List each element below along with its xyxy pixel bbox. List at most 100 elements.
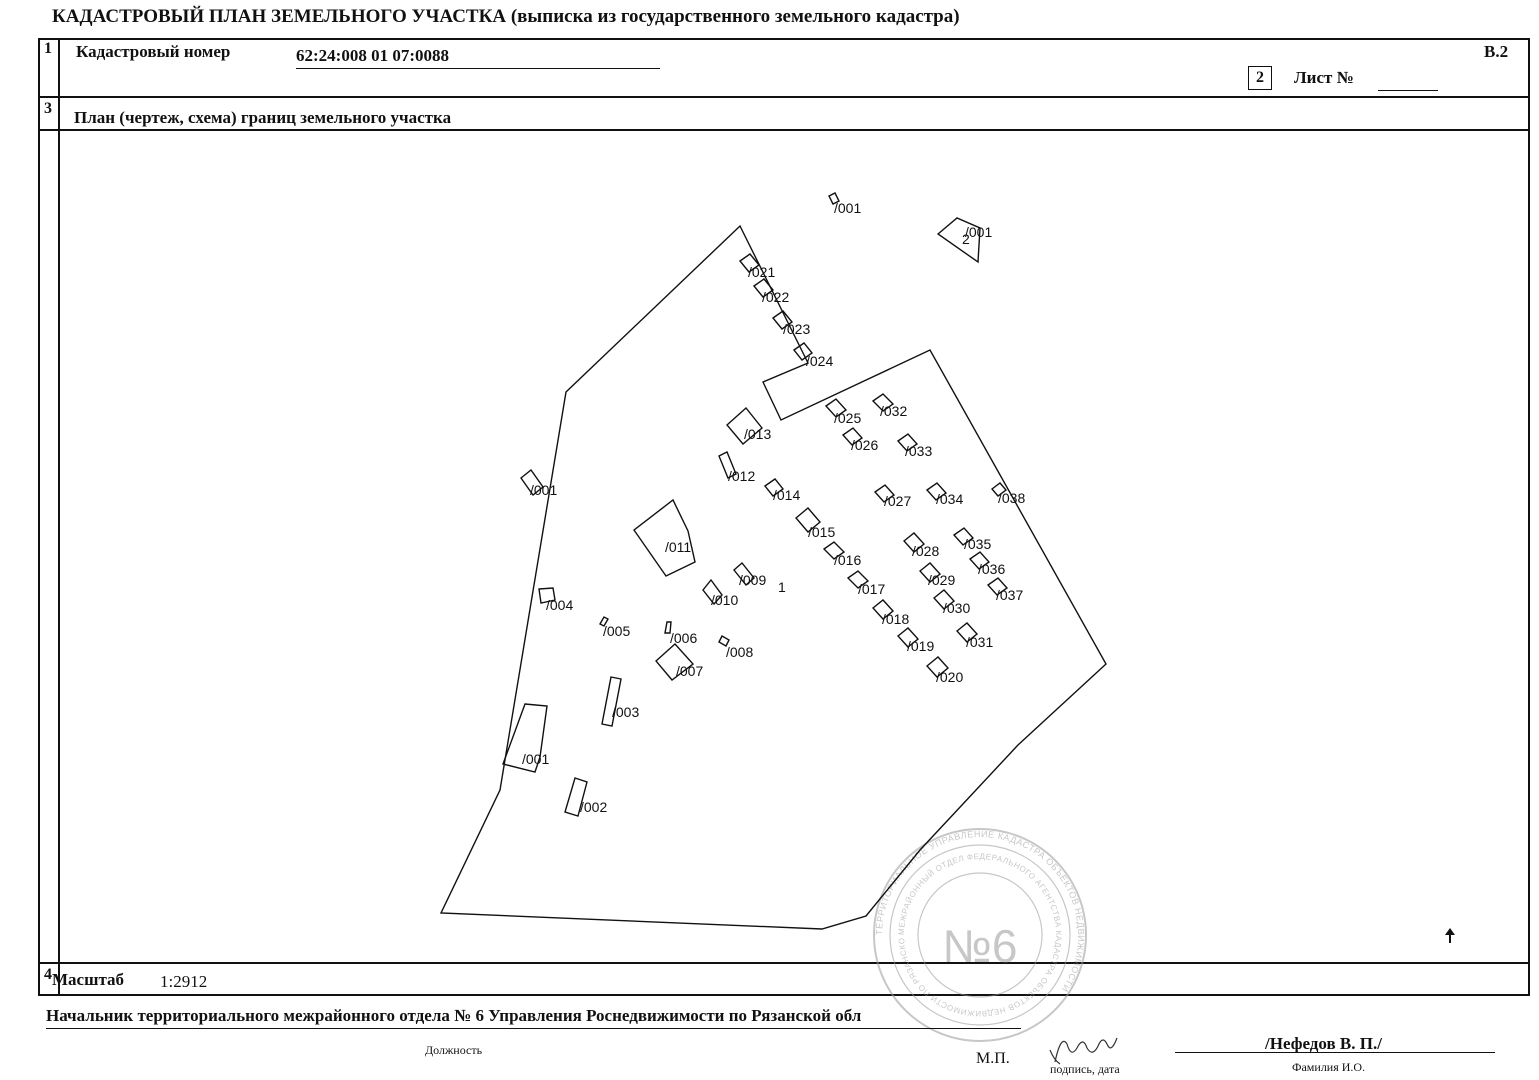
building-007 [655,643,695,681]
row-divider-4 [38,962,1530,964]
plan-label-n007: /007 [676,663,703,679]
building-001-top [828,192,840,205]
name-caption: Фамилия И.О. [1292,1060,1366,1074]
plan-label-n2: 2 [962,231,970,247]
plan-label-n014: /014 [773,487,800,503]
name-line [1175,1034,1495,1053]
plan-label-n037: /037 [996,587,1023,603]
parcel-boundary [439,224,1107,930]
building-032 [871,393,895,412]
building-015 [795,507,821,533]
plan-label-n024: /024 [806,353,833,369]
building-019 [896,627,920,648]
plan-label-n022: /022 [762,289,789,305]
plan-label: План (чертеж, схема) границ земельного у… [74,108,452,127]
plan-label-n001c: /001 [530,482,557,498]
plan-label-n011: /011 [665,539,691,555]
building-030 [932,589,956,610]
plan-label-n006: /006 [670,630,697,646]
plan-label-n030: /030 [943,600,970,616]
plan-label-n008: /008 [726,644,753,660]
sheet-value [1378,72,1438,91]
plan-label-n038: /038 [998,490,1025,506]
plan-label-n010: /010 [711,592,738,608]
building-021 [738,253,761,273]
plan-label-n033: /033 [905,443,932,459]
plan-label-n005: /005 [603,623,630,639]
row-number-4: 4 [44,966,52,983]
stamp-inner-text: МЕЖРАЙОННЫЙ ОТДЕЛ ФЕДЕРАЛЬНОГО АГЕНТСТВА… [0,0,1063,1018]
north-arrow-icon [1445,928,1455,943]
building-018 [871,599,895,620]
building-036 [968,551,991,570]
building-006 [664,621,672,634]
number-column-divider [58,38,60,996]
plan-label-n012: /012 [728,468,755,484]
building-027 [873,484,896,503]
building-001-west [520,468,544,497]
scale-label: Масштаб [52,970,125,989]
plan-label-n027: /027 [884,493,911,509]
title-main: КАДАСТРОВЫЙ ПЛАН ЗЕМЕЛЬНОГО УЧАСТКА [52,6,507,27]
plan-label-n028: /028 [912,543,939,559]
plan-label-n020: /020 [936,669,963,685]
plan-label-n001b: /001 [965,224,992,240]
plan-label-n001a: /001 [834,200,861,216]
plan-label-n036: /036 [978,561,1005,577]
building-017 [846,570,870,589]
form-code: В.2 [1484,42,1509,61]
document-title: КАДАСТРОВЫЙ ПЛАН ЗЕМЕЛЬНОГО УЧАСТКА (вып… [52,6,960,28]
plan-label-n023: /023 [783,321,810,337]
title-subtitle: (выписка из государственного земельного … [510,6,960,27]
plan-label-n013: /013 [744,426,771,442]
sheet-box: 2 [1248,66,1272,90]
building-005 [599,616,609,627]
plan-label-n015: /015 [808,524,835,540]
building-034 [925,482,948,501]
building-031 [955,622,979,643]
cadastral-number-label: Кадастровый номер [76,42,231,61]
building-2-001 [936,217,981,264]
plan-label-n009: /009 [739,572,766,588]
plan-label-n035: /035 [964,536,991,552]
building-014 [763,478,785,497]
building-010 [702,578,723,606]
plan-label-n032: /032 [880,403,907,419]
plan-label-n003: /003 [612,704,639,720]
official-name: /Нефедов В. П./ [1265,1034,1382,1053]
row-number-1: 1 [44,40,52,57]
signature-icon [1049,1037,1118,1065]
building-025 [824,398,848,418]
plan-label-n002: /002 [580,799,607,815]
row-divider-3 [38,129,1530,131]
parcel-number: 1 [778,579,786,595]
building-024 [792,342,814,361]
plan-label-n016: /016 [834,552,861,568]
building-011 [633,498,696,577]
plan-label-n019: /019 [907,638,934,654]
building-026 [841,427,864,446]
row-number-3: 3 [44,100,52,117]
stamp-number: №6 [943,920,1018,972]
building-035 [952,527,975,546]
building-008 [718,635,730,647]
cadastral-number-value: 62:24:008 01 07:0088 [296,46,660,69]
plan-label-n025: /025 [834,410,861,426]
building-002 [564,777,588,817]
building-012 [718,451,737,479]
plan-label-n017: /017 [858,581,885,597]
scale-value: 1:2912 [160,972,652,995]
plan-label-n034: /034 [936,491,963,507]
plan-label-n004: /004 [546,597,573,613]
building-037 [986,577,1009,596]
plan-label-n001d: /001 [522,751,549,767]
building-016 [822,541,846,560]
plan-label-n029: /029 [928,572,955,588]
plan-labels: /001/0012/021/022/023/024/025/026/032/03… [522,200,1025,815]
building-001-sw [502,703,548,773]
plan-label-n021: /021 [748,264,775,280]
building-029 [918,562,942,583]
building-009 [733,561,755,587]
sheet-label: Лист № [1294,68,1354,87]
building-028 [902,532,926,553]
